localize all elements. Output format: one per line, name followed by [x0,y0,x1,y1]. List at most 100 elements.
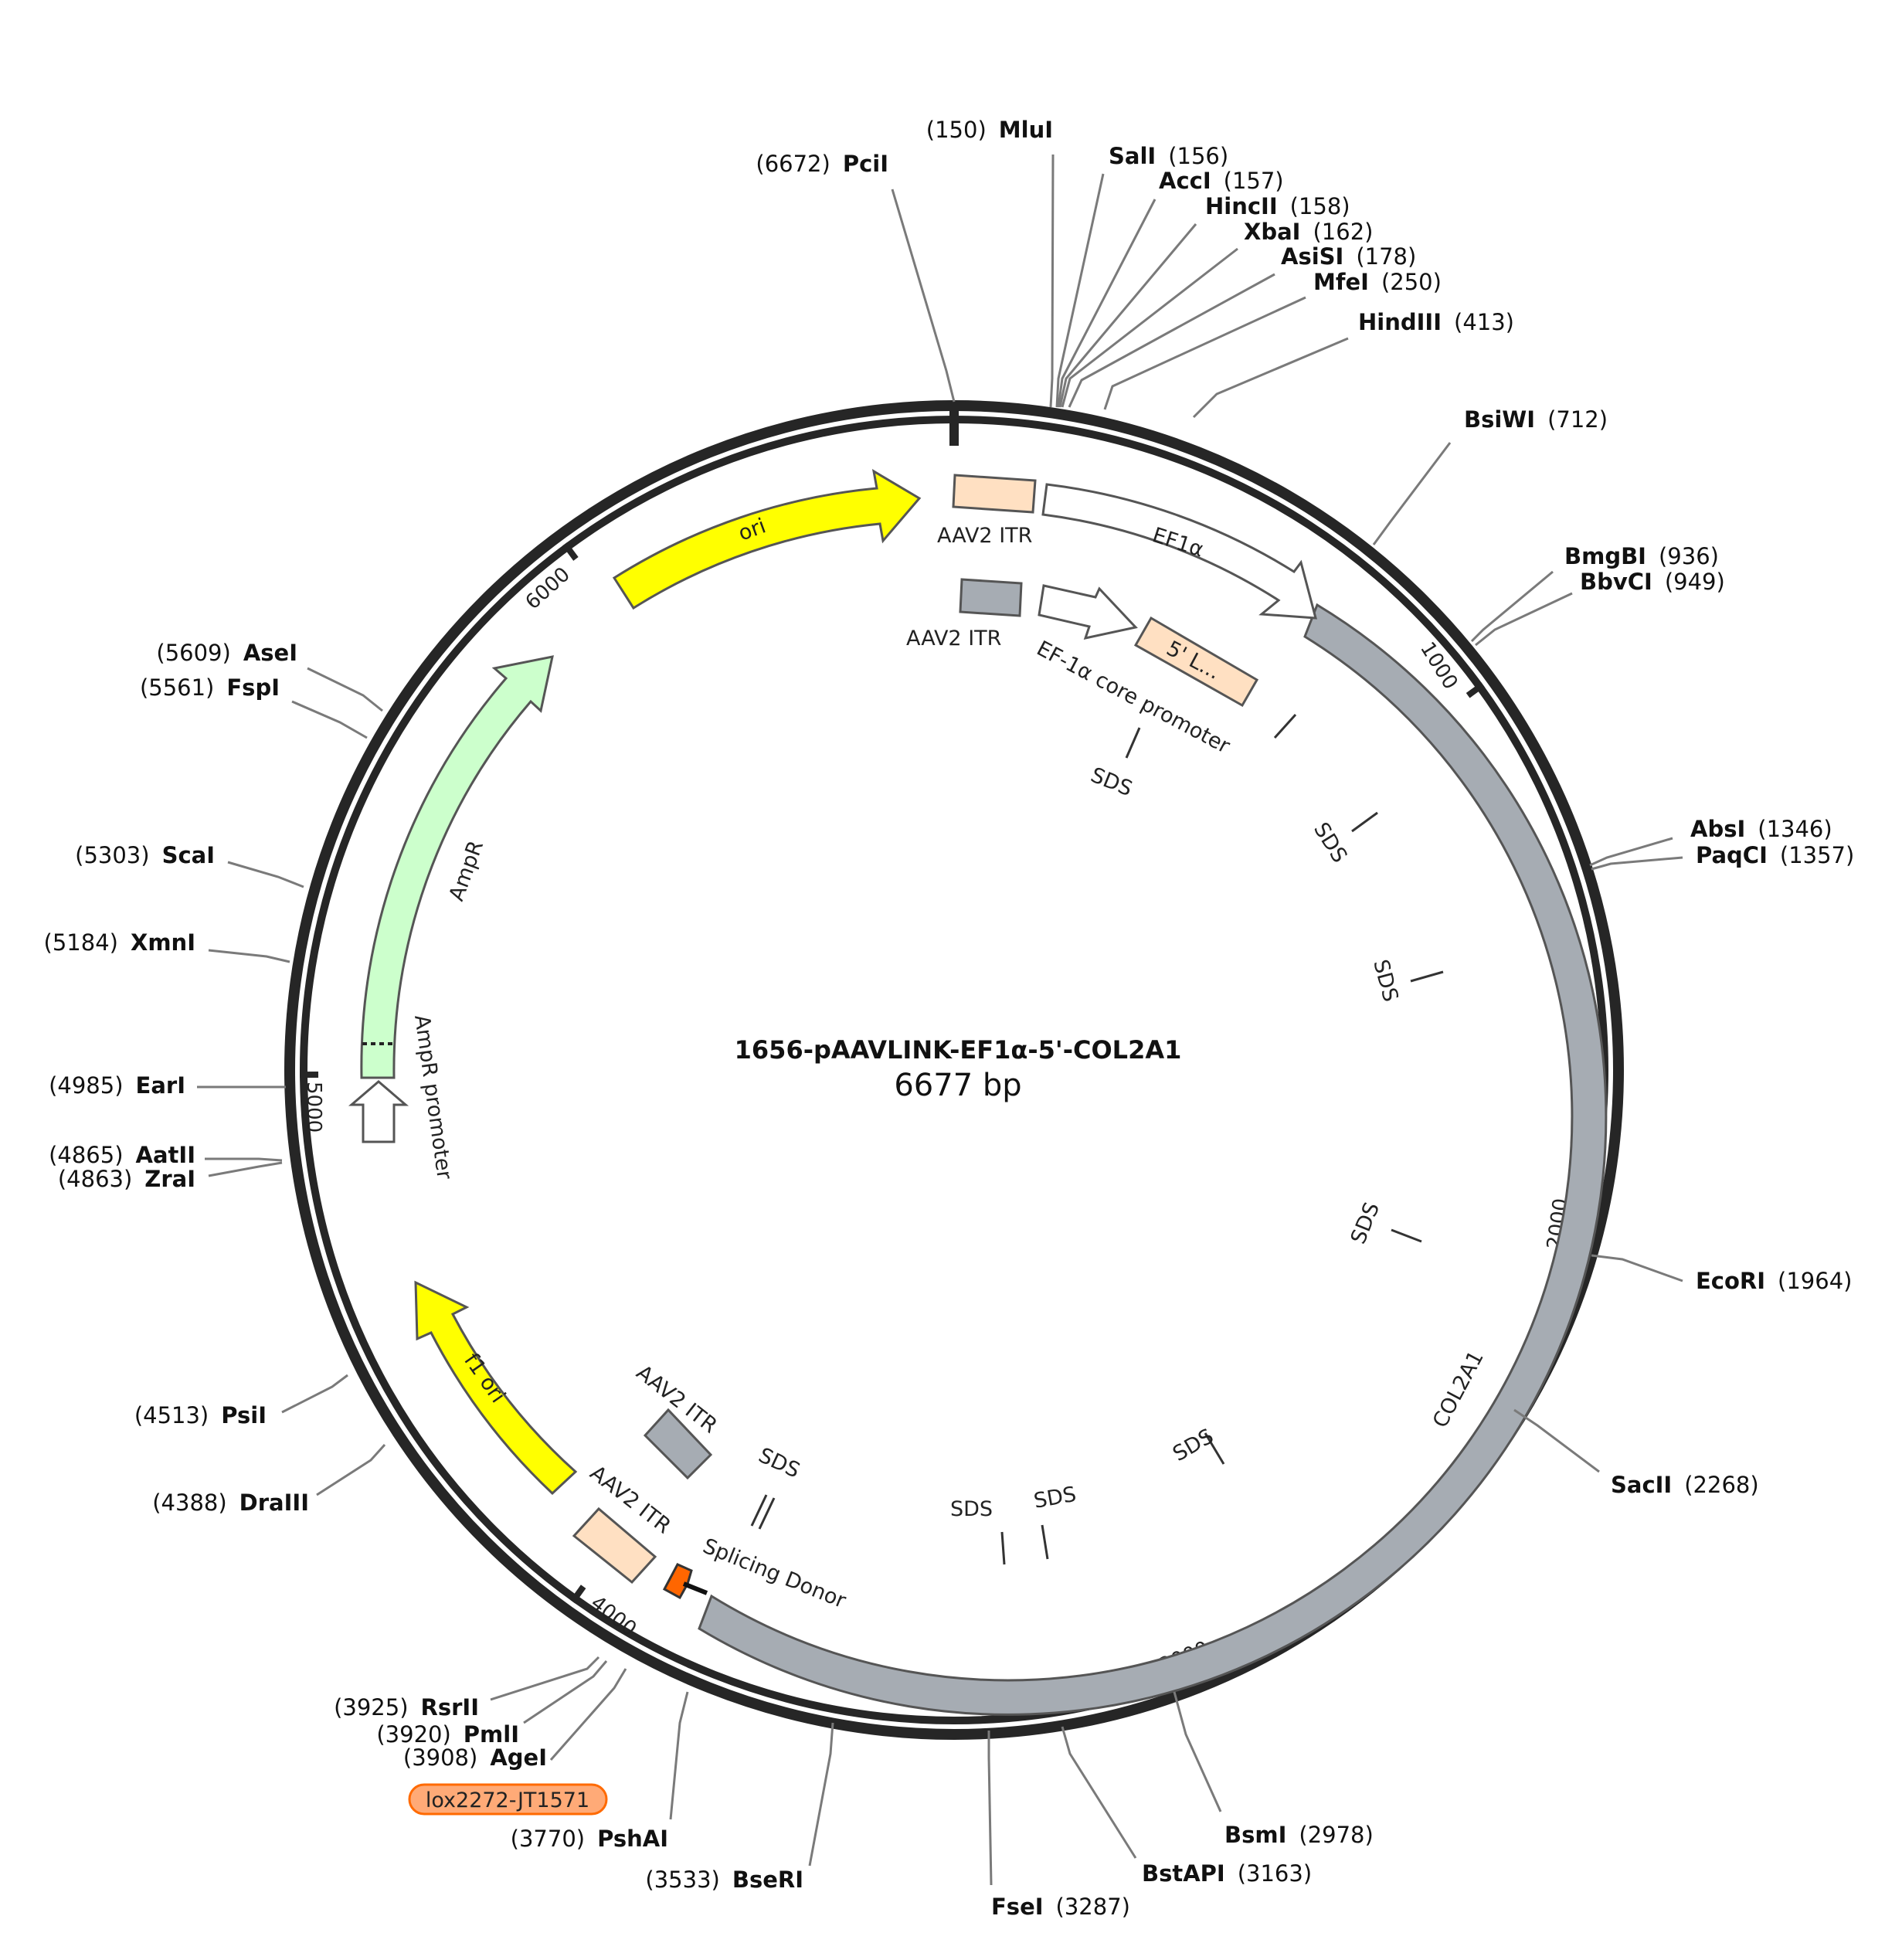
site-label: BmgBI(936) [1564,543,1719,569]
ef1a-feature [1041,483,1317,620]
site-name: AgeI [490,1744,547,1771]
site-leader-line [808,1722,834,1867]
site-position: (3287) [1056,1894,1130,1920]
site-name: EarI [136,1072,185,1099]
site-position: (3920) [376,1721,450,1748]
sds-mark [750,1494,768,1527]
site-rsrii: (3925) RsrII [334,1656,600,1721]
site-hindiii: HindIII(413) [1192,309,1514,419]
five-prime-l-feature [1133,616,1259,708]
site-leader-line [1055,173,1105,408]
sds-mark [1125,727,1141,759]
sds-mark [1410,970,1444,983]
col2a1-label: COL2A1 [1428,1347,1489,1432]
site-leader-line [1057,199,1156,408]
site-pcii: (6672)PciI [756,151,956,403]
site-position: (3770) [511,1826,585,1852]
aav2-itr-top [952,474,1037,514]
sds-label: SDS [1032,1483,1078,1513]
site-leader-line [523,1660,608,1724]
site-leader-line [1192,337,1349,419]
site-position: (158) [1290,193,1350,219]
sds-label: SDS [950,1497,993,1521]
site-scai: (5303)ScaI [75,842,304,888]
site-name: ZraI [144,1166,195,1192]
site-position: (2978) [1299,1822,1373,1848]
site-leader-line [205,1157,283,1162]
site-leader-line [316,1443,386,1496]
site-bmgbi: BmgBI(936) [1470,543,1719,643]
site-name: PsiI [221,1402,267,1428]
site-leader-line [1058,223,1197,408]
position-tick-label: 5000 [302,1082,325,1133]
sds-mark [1391,1228,1422,1243]
site-position: (1346) [1758,816,1832,842]
site-label: (4388)DraIII [152,1490,309,1516]
site-agei: (3908) AgeI [403,1668,627,1771]
site-bsmi: BsmI (2978) [1173,1691,1374,1848]
site-acci: AccI(157) [1057,168,1284,408]
site-name: RsrII [421,1694,479,1721]
site-label: MfeI(250) [1313,269,1442,295]
splicing-donor-connector [682,1581,708,1595]
site-label: (4985)EarI [49,1072,185,1099]
lox-badge: lox2272-JT1571 [408,1783,608,1816]
site-paqci: PaqCI (1357) [1591,842,1854,871]
site-position: (5609) [156,640,230,666]
site-asisi: AsiSI (178) [1068,243,1416,408]
site-absi: AbsI (1346) [1589,816,1832,867]
site-position: (178) [1356,243,1416,270]
site-position: (712) [1547,406,1608,433]
position-tick [1466,681,1485,698]
position-tick [562,542,579,561]
site-position: (1964) [1778,1268,1852,1294]
site-label: AbsI (1346) [1690,816,1832,842]
site-name: PciI [843,151,888,177]
site-name: MluI [999,117,1053,143]
aav2-itr-bottom-gray [643,1408,713,1480]
site-name: PaqCI [1696,842,1768,868]
site-name: HincII [1205,193,1278,219]
site-label: FseI (3287) [991,1894,1130,1920]
site-label: PaqCI (1357) [1696,842,1854,868]
site-name: FseI [991,1894,1044,1920]
site-name: BsmI [1224,1822,1286,1848]
site-label: AccI(157) [1159,168,1284,194]
site-position: (3908) [403,1744,477,1771]
sds-label: SDS [1087,763,1136,801]
sds-label: SDS [1309,818,1351,867]
site-position: (5303) [75,842,149,868]
site-position: (156) [1168,143,1228,169]
site-name: BmgBI [1564,543,1646,569]
f1-ori-feature [414,1280,578,1496]
site-label: (5609)AseI [156,640,297,666]
site-label: SacII(2268) [1611,1472,1759,1498]
sds-markers: SDS SDS SDS SDS SDS SDS SDS SDS [750,713,1444,1565]
site-name: PshAI [597,1826,668,1852]
site-position: (4863) [58,1166,132,1192]
site-position: (3925) [334,1694,408,1721]
site-ecori: EcoRI(1964) [1591,1254,1852,1294]
site-mlui: (150) MluI [926,117,1055,408]
site-fsei: FseI (3287) [987,1731,1130,1920]
site-name: AsiSI [1281,243,1343,270]
ampr-promoter-feature [348,1080,409,1143]
site-position: (2268) [1684,1472,1758,1498]
site-position: (150) [926,117,987,143]
site-leader-line [669,1691,689,1820]
site-leader-line [281,1374,348,1414]
ori-feature [612,469,922,610]
sds-mark [758,1497,776,1530]
site-leader-line [1470,570,1554,643]
sds-label: SDS [1169,1425,1218,1466]
site-name: XbaI [1244,219,1300,245]
lox-badge-shape [408,1783,608,1816]
site-position: (1357) [1780,842,1854,868]
site-label: EcoRI(1964) [1696,1268,1852,1294]
site-leader-line [1475,592,1573,647]
site-label: BsmI (2978) [1224,1822,1374,1848]
site-mfei: MfeI(250) [1103,269,1442,410]
site-label: (3920)PmlI [376,1721,519,1748]
site-name: AbsI [1690,816,1745,842]
site-zrai: (4863) ZraI [58,1161,283,1192]
